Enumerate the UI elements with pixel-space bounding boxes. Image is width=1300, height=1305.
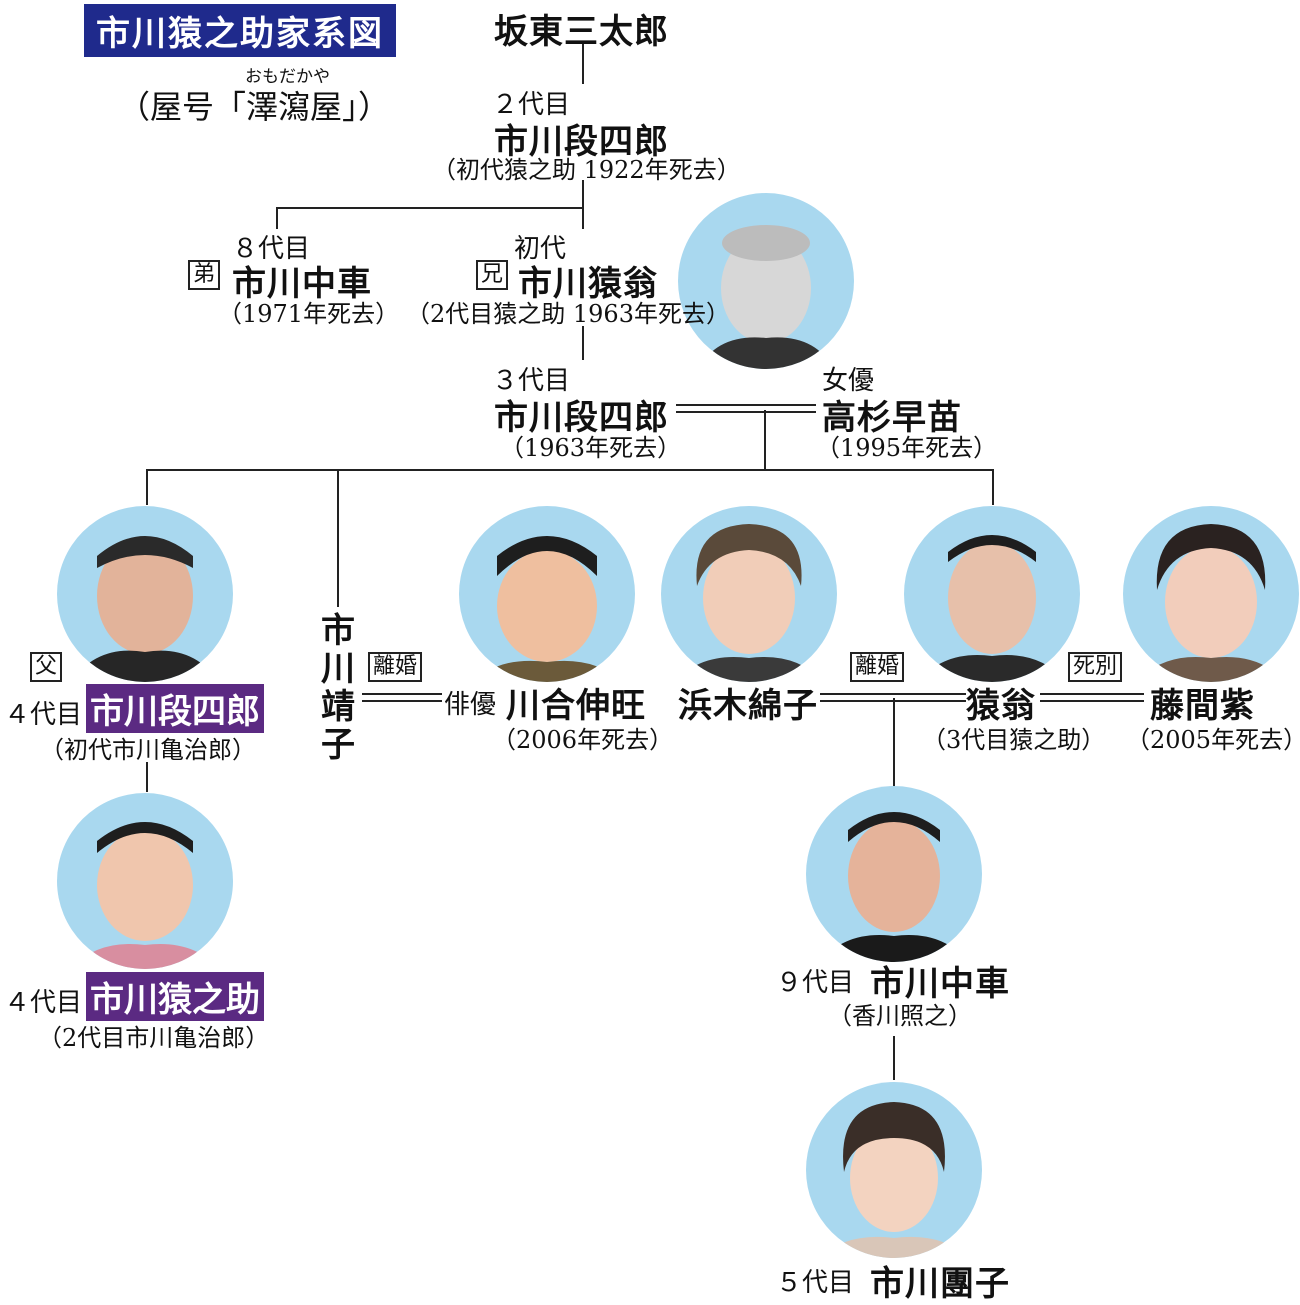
marriage-line xyxy=(676,404,816,413)
page-title: 市川猿之助家系図 xyxy=(84,4,396,57)
person-ennosuke4-gen: ４代目 xyxy=(4,988,83,1018)
person-seiko-name: 市川靖子 xyxy=(321,611,355,765)
connector xyxy=(992,469,994,505)
person-ennosuke4-note: （2代目市川亀治郎） xyxy=(38,1024,270,1052)
person-chusha8-name: 市川中車 xyxy=(232,264,372,304)
connector xyxy=(146,469,148,505)
person-enou-name: 猿翁 xyxy=(966,686,1036,726)
person-chusha9-name: 市川中車 xyxy=(870,964,1010,1004)
portrait-ennosuke4 xyxy=(57,793,233,969)
portrait-danshiro4 xyxy=(57,506,233,682)
person-enou1-name: 市川猿翁 xyxy=(518,264,658,304)
person-enou1-note: （2代目猿之助 1963年死去） xyxy=(406,300,730,328)
person-chusha9-gen: ９代目 xyxy=(776,968,855,998)
person-danko5-gen: ５代目 xyxy=(776,1268,855,1298)
portrait-fujima xyxy=(1123,506,1299,682)
person-kawai-note: （2006年死去） xyxy=(492,726,674,754)
person-ennosuke4-name: 市川猿之助 xyxy=(86,972,264,1021)
person-chusha9-note: （香川照之） xyxy=(828,1002,972,1030)
person-danshiro2-gen: ２代目 xyxy=(492,90,571,120)
person-fujima-note: （2005年死去） xyxy=(1126,726,1300,754)
yago-text: （屋号「澤瀉屋」） xyxy=(118,88,391,126)
divorce-label-2: 離婚 xyxy=(850,652,905,682)
connector xyxy=(764,410,766,470)
person-danshiro3-note: （1963年死去） xyxy=(500,434,682,462)
yago-ruby: おもだかや xyxy=(245,67,330,87)
person-bando-name: 坂東三太郎 xyxy=(494,12,669,52)
portrait-hamaki xyxy=(661,506,837,682)
connector xyxy=(337,469,339,607)
person-danshiro4-name: 市川段四郎 xyxy=(86,684,264,733)
connector xyxy=(582,207,584,229)
person-takasugi-name: 高杉早苗 xyxy=(822,398,962,438)
connector xyxy=(146,762,148,792)
connector xyxy=(582,42,584,84)
connector xyxy=(582,326,584,360)
connector xyxy=(276,207,278,229)
person-chusha8-gen: ８代目 xyxy=(232,234,311,264)
person-enou1-gen: 初代 xyxy=(514,234,567,264)
portrait-chusha9 xyxy=(806,786,982,962)
connector xyxy=(276,207,584,209)
person-enou-note: （3代目猿之助） xyxy=(922,726,1106,754)
portrait-kawai xyxy=(459,506,635,682)
younger-brother-badge: 弟 xyxy=(188,260,221,290)
portrait-enou1 xyxy=(678,193,854,369)
marriage-line xyxy=(1040,693,1144,702)
person-chusha8-note: （1971年死去） xyxy=(218,300,400,328)
divorce-label-1: 離婚 xyxy=(368,652,423,682)
bereaved-label: 死別 xyxy=(1068,652,1123,682)
person-kawai-name: 川合伸旺 xyxy=(506,686,646,726)
connector xyxy=(893,698,895,788)
person-takasugi-note: （1995年死去） xyxy=(816,434,998,462)
person-danshiro3-gen: ３代目 xyxy=(492,366,571,396)
person-danshiro3-name: 市川段四郎 xyxy=(494,398,669,438)
connector xyxy=(893,1036,895,1080)
portrait-enou xyxy=(904,506,1080,682)
connector xyxy=(582,180,584,208)
person-danshiro4-note: （初代市川亀治郎） xyxy=(40,736,256,764)
person-danshiro4-gen: ４代目 xyxy=(4,700,83,730)
person-kawai-gen: 俳優 xyxy=(444,690,497,720)
connector xyxy=(146,469,994,471)
portrait-danko5 xyxy=(806,1082,982,1258)
older-brother-badge: 兄 xyxy=(476,260,509,290)
person-danshiro2-note: （初代猿之助 1922年死去） xyxy=(432,156,741,184)
father-badge: 父 xyxy=(30,652,63,682)
person-danshiro2-name: 市川段四郎 xyxy=(494,122,669,162)
person-hamaki-name: 浜木綿子 xyxy=(678,686,818,726)
marriage-line xyxy=(362,693,442,702)
person-fujima-name: 藤間紫 xyxy=(1150,686,1255,726)
person-takasugi-gen: 女優 xyxy=(822,366,875,396)
person-danko5-name: 市川團子 xyxy=(870,1264,1010,1304)
